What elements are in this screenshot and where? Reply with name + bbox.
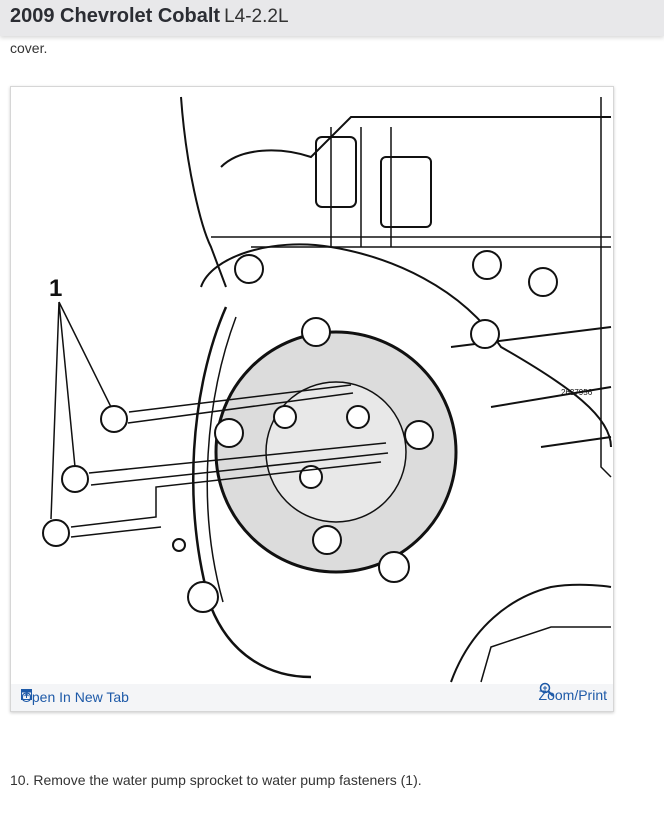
water-pump-illustration (42, 96, 612, 683)
engine-label: L4-2.2L (224, 6, 289, 27)
figure-footer: Open In New Tab Zoom/Print (11, 682, 613, 711)
open-in-new-tab-label: Open In New Tab (21, 689, 129, 705)
magnifier-plus-icon (539, 682, 554, 697)
diagram-figure: 1 2637956 Open In New Tab Zoom/Print (10, 86, 614, 712)
previous-step-text: cover. (10, 40, 48, 56)
callout-label: 1 (49, 275, 63, 302)
zoom-print-link[interactable]: Zoom/Print (538, 682, 607, 703)
zoom-print-label: Zoom/Print (538, 687, 607, 703)
figure-id: 2637956 (561, 388, 593, 397)
open-in-new-tab-link[interactable]: Open In New Tab (21, 689, 129, 705)
step-instruction: 10. Remove the water pump sprocket to wa… (10, 772, 422, 788)
open-in-new-tab-icon (21, 689, 32, 700)
